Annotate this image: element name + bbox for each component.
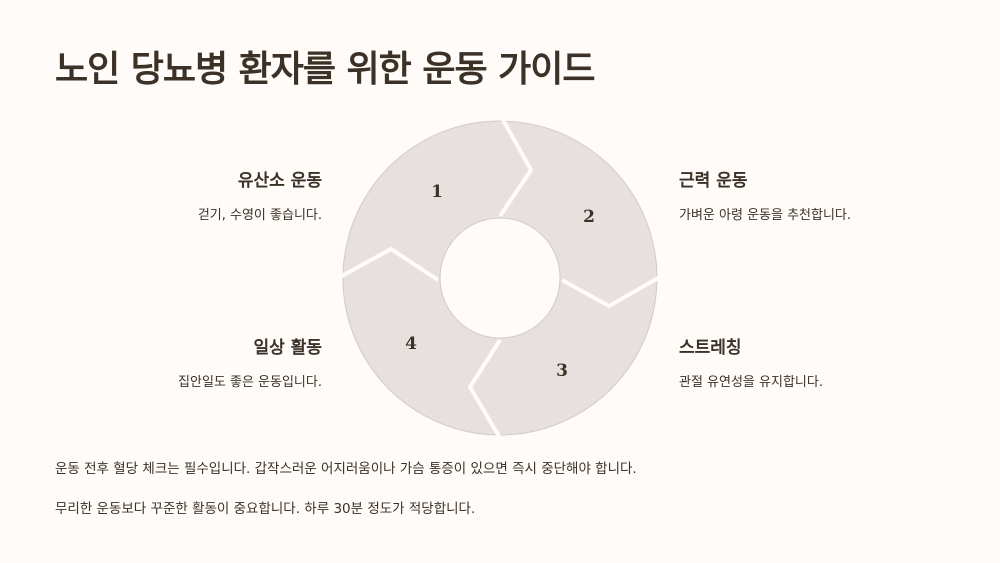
step-4-label: 일상 활동 집안일도 좋은 운동입니다. xyxy=(62,333,322,390)
note-2: 무리한 운동보다 꾸준한 활동이 중요합니다. 하루 30분 정도가 적당합니다… xyxy=(55,501,476,517)
segment-divider-2-3 xyxy=(561,275,661,309)
step-2-heading: 근력 운동 xyxy=(679,171,748,191)
segment-divider-1-2 xyxy=(498,117,534,218)
step-number-4: 4 xyxy=(405,334,417,354)
step-4-description: 집안일도 좋은 운동입니다. xyxy=(178,375,322,390)
step-number-1: 1 xyxy=(431,182,443,202)
step-3-heading: 스트레칭 xyxy=(679,338,742,358)
step-3-label: 스트레칭 관절 유연성을 유지합니다. xyxy=(679,333,939,390)
step-1-description: 걷기, 수영이 좋습니다. xyxy=(197,208,322,223)
segment-divider-3-4 xyxy=(467,338,502,440)
page-title: 노인 당뇨병 환자를 위한 운동 가이드 xyxy=(55,49,595,90)
step-2-label: 근력 운동 가벼운 아령 운동을 추천합니다. xyxy=(679,166,939,223)
step-1-heading: 유산소 운동 xyxy=(237,171,322,191)
step-number-3: 3 xyxy=(556,361,568,381)
step-2-description: 가벼운 아령 운동을 추천합니다. xyxy=(679,208,852,223)
note-1: 운동 전후 혈당 체크는 필수입니다. 갑작스러운 어지러움이나 가슴 통증이 … xyxy=(55,461,637,477)
step-4-heading: 일상 활동 xyxy=(253,338,322,358)
step-1-label: 유산소 운동 걷기, 수영이 좋습니다. xyxy=(62,166,322,223)
step-number-2: 2 xyxy=(583,207,595,227)
cycle-ring xyxy=(342,120,658,436)
step-3-description: 관절 유연성을 유지합니다. xyxy=(679,375,823,390)
segment-divider-4-1 xyxy=(339,246,440,282)
